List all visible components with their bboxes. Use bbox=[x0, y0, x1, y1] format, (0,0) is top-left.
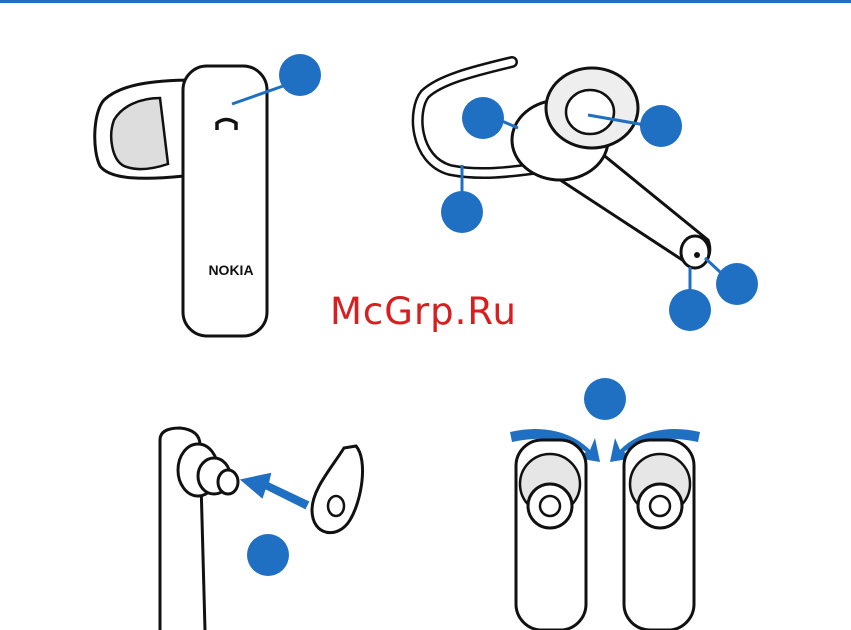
ear-cap-part bbox=[312, 446, 363, 533]
attach-earcap-step bbox=[160, 428, 363, 630]
left-variant-earpiece-center bbox=[540, 496, 560, 516]
headset-body-front bbox=[183, 66, 267, 336]
ear-cap-hole bbox=[328, 496, 344, 516]
headset-front-view: NOKIA bbox=[95, 66, 267, 336]
callout-top-right-end-2 bbox=[669, 289, 711, 331]
headset-end-connector bbox=[681, 236, 709, 268]
earpiece-stack-3 bbox=[218, 470, 238, 494]
swap-ear-step bbox=[510, 429, 700, 630]
earpiece-cap-inner bbox=[566, 90, 614, 134]
callout-top-right-earcap bbox=[640, 105, 682, 147]
right-variant-earpiece-center bbox=[650, 496, 670, 516]
watermark: McGrp.Ru bbox=[330, 293, 517, 330]
insert-arrow bbox=[242, 474, 308, 508]
callout-top-left-panel bbox=[279, 54, 321, 96]
callout-bottom-left-earcap bbox=[247, 534, 289, 576]
connector-dot bbox=[694, 252, 700, 258]
callout-top-right-hook bbox=[462, 97, 504, 139]
callout-bottom-right-swap bbox=[584, 378, 626, 420]
brand-logo: NOKIA bbox=[208, 262, 253, 278]
callout-top-right-end-1 bbox=[716, 263, 758, 305]
callout-top-right-ear-loop bbox=[441, 191, 483, 233]
